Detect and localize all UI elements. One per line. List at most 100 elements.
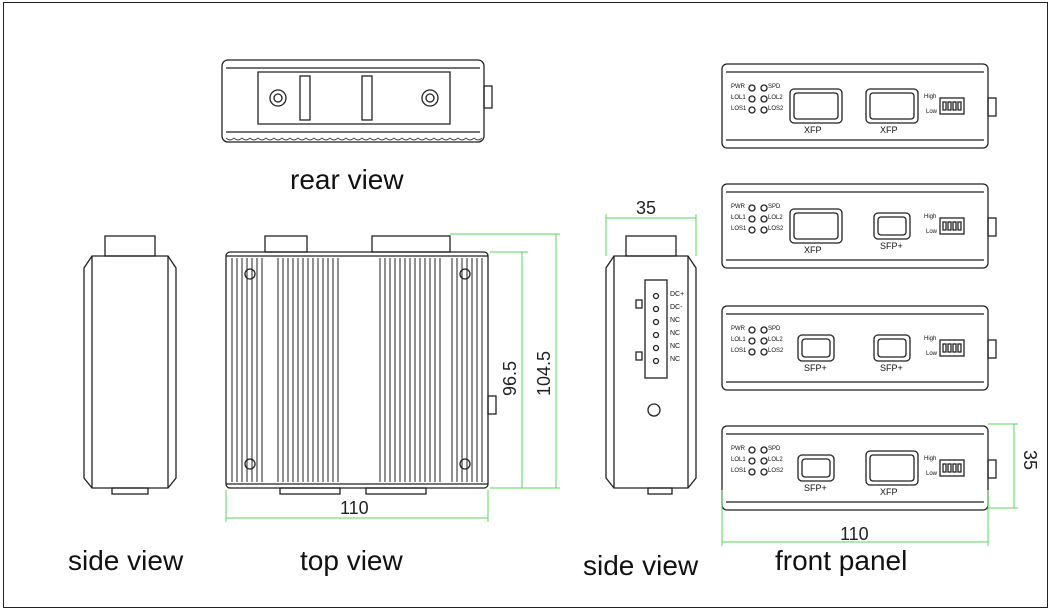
- terminal-pin: [652, 344, 660, 352]
- front-width-dimension: 110: [840, 524, 869, 544]
- led-indicator: [760, 457, 768, 465]
- right-side-view-drawing: [605, 235, 697, 495]
- front-panel-4: [721, 425, 997, 511]
- led-label: LOL2: [768, 457, 783, 463]
- terminal-pin-label: DC+: [670, 291, 685, 298]
- front-panel-3: [721, 305, 997, 391]
- front-panels: [721, 63, 997, 511]
- led-label: LOL2: [768, 215, 783, 221]
- dip-low-label: Low: [926, 229, 938, 235]
- dimension-lines: [225, 214, 1018, 546]
- top-height-dimension-inner: 96.5: [500, 360, 520, 396]
- terminal-block: [652, 292, 660, 365]
- terminal-pin-label: NC: [670, 356, 681, 363]
- port-sfpplus: [873, 334, 911, 362]
- port-sfpplus: [873, 212, 911, 240]
- led-label: LOL1: [731, 337, 746, 343]
- terminal-pin: [652, 292, 660, 300]
- dip-high-label: High: [924, 336, 937, 342]
- port-sfpplus: [797, 334, 835, 362]
- led-indicator: [748, 348, 756, 356]
- led-label: SPD: [768, 204, 781, 210]
- led-label: LOL1: [731, 95, 746, 101]
- port-xfp: [865, 450, 919, 486]
- led-indicator: [748, 106, 756, 114]
- dip-high-label: High: [924, 214, 937, 220]
- side-width-dimension: 35: [636, 198, 657, 218]
- port-xfp: [789, 88, 843, 124]
- terminal-pin-label: NC: [670, 343, 681, 350]
- led-label: LOS1: [731, 348, 747, 354]
- port-label: XFP: [804, 125, 822, 135]
- led-label: LOL2: [768, 337, 783, 343]
- led-label: LOS1: [731, 226, 747, 232]
- led-indicator: [748, 95, 756, 103]
- dip-high-label: High: [924, 94, 937, 100]
- led-indicator: [760, 446, 768, 454]
- port-label: SFP+: [804, 483, 827, 493]
- led-indicator: [760, 84, 768, 92]
- dip-low-label: Low: [926, 471, 938, 477]
- led-indicator: [760, 106, 768, 114]
- led-indicator: [760, 226, 768, 234]
- led-indicator: [748, 84, 756, 92]
- dip-high-label: High: [924, 456, 937, 462]
- dip-switch: [939, 459, 965, 477]
- top-view-caption: top view: [300, 545, 403, 576]
- led-indicator: [760, 468, 768, 476]
- terminal-pin: [652, 331, 660, 339]
- dip-low-label: Low: [926, 109, 938, 115]
- led-label: LOS2: [768, 106, 784, 112]
- rear-view-drawing: [221, 59, 493, 143]
- rear-view-caption: rear view: [290, 164, 404, 195]
- port-xfp: [789, 208, 843, 244]
- led-indicator: [760, 326, 768, 334]
- port-label: SFP+: [804, 363, 827, 373]
- led-label: LOS2: [768, 348, 784, 354]
- led-indicator: [760, 348, 768, 356]
- led-label: LOS1: [731, 106, 747, 112]
- led-indicator: [748, 226, 756, 234]
- port-xfp: [865, 88, 919, 124]
- led-label: LOS1: [731, 468, 747, 474]
- led-label: LOS2: [768, 468, 784, 474]
- front-height-dimension: 35: [1020, 450, 1040, 471]
- port-label: SFP+: [880, 241, 903, 251]
- led-indicator: [748, 457, 756, 465]
- led-label: LOS2: [768, 226, 784, 232]
- led-indicator: [748, 446, 756, 454]
- terminal-pin: [652, 305, 660, 313]
- led-indicator: [748, 326, 756, 334]
- dip-low-label: Low: [926, 351, 938, 357]
- port-label: XFP: [880, 487, 898, 497]
- led-label: PWR: [731, 446, 745, 452]
- led-indicator: [760, 215, 768, 223]
- terminal-pin-label: DC-: [670, 304, 683, 311]
- top-view-drawing: [225, 235, 497, 495]
- terminal-pin: [652, 357, 660, 365]
- led-indicator: [760, 95, 768, 103]
- terminal-pin-label: NC: [670, 330, 681, 337]
- led-indicator: [748, 215, 756, 223]
- led-indicator: [748, 337, 756, 345]
- port-sfpplus: [797, 454, 835, 482]
- terminal-pin: [652, 318, 660, 326]
- led-indicator: [760, 204, 768, 212]
- top-width-dimension: 110: [340, 498, 369, 518]
- left-side-view-drawing: [83, 235, 177, 495]
- front-panel-caption: front panel: [775, 545, 908, 576]
- led-label: LOL1: [731, 457, 746, 463]
- led-indicator: [748, 468, 756, 476]
- led-label: SPD: [768, 84, 781, 90]
- led-label: PWR: [731, 84, 745, 90]
- led-label: LOL1: [731, 215, 746, 221]
- top-height-dimension-outer: 104.5: [534, 350, 554, 396]
- led-indicator: [760, 337, 768, 345]
- port-label: SFP+: [880, 363, 903, 373]
- left-side-view-caption: side view: [68, 545, 184, 576]
- front-panel-1: [721, 63, 997, 149]
- led-label: PWR: [731, 326, 745, 332]
- front-panel-2: [721, 183, 997, 269]
- terminal-pin-label: NC: [670, 317, 681, 324]
